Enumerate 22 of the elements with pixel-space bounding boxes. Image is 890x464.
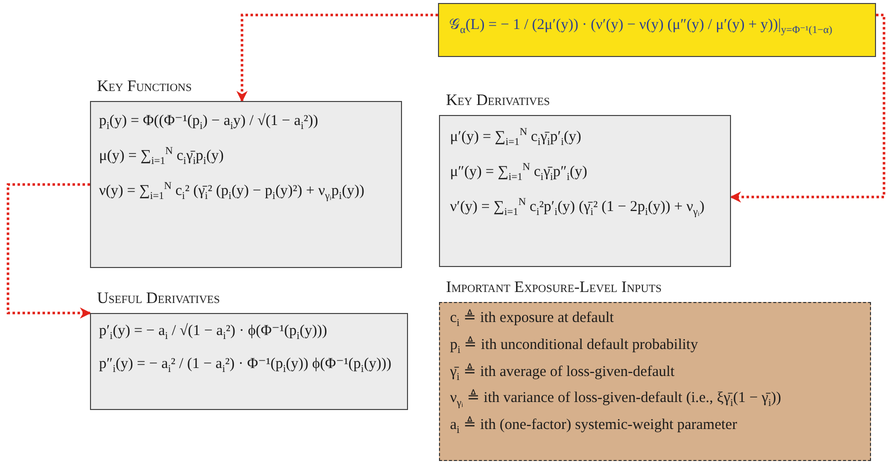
formula: p$_{i}$(y) = Φ((Φ⁻¹(p$_{i}$) − a$_{i}$y) / √(1 − a$_{i}$²))	[99, 112, 318, 131]
definition-text: γ̄$_{i}$ ≜ ith average of loss-given-default	[450, 362, 675, 382]
formula: p′$_{i}$(y) = − a$_{i}$ / √(1 − a$_{i}$²) · ϕ(Φ⁻¹(p$_{i}$(y)))	[99, 322, 328, 341]
formula: μ″(y) = ∑$_{i=1}$$^{N}$ c$_{i}$γ̄$_{i}$p″$_{i}$(y)	[450, 162, 588, 182]
formula: μ′(y) = ∑$_{i=1}$$^{N}$ c$_{i}$γ̄$_{i}$p′$_{i}$(y)	[450, 128, 582, 147]
dotted-arrow	[6, 183, 92, 319]
dotted-arrow	[730, 14, 886, 203]
section-heading: Important Exposure-Level Inputs	[446, 279, 662, 297]
definition-text: p$_{i}$ ≜ ith unconditional default probability	[450, 336, 698, 354]
formula: ν′(y) = ∑$_{i=1}$$^{N}$ c$_{i}$²p′$_{i}$(y) (γ̄$_{i}$² (1 − 2p$_{i}$(y)) + ν$_{γᵢ}$)	[450, 198, 704, 216]
formula: 𝒢$_{α}$(L) = − 1 / (2μ′(y)) · (ν′(y) − ν(y) (μ″(y) / μ′(y) + y))|$_{y=Φ⁻¹(1−α)}$	[449, 16, 832, 35]
formula: μ(y) = ∑$_{i=1}$$^{N}$ c$_{i}$γ̄$_{i}$p$_{i}$(y)	[99, 146, 224, 166]
section-heading: Key Functions	[97, 78, 192, 96]
formula-banner	[438, 3, 876, 57]
definition-text: c$_{i}$ ≜ ith exposure at default	[450, 309, 614, 328]
definition-text: a$_{i}$ ≜ ith (one-factor) systemic-weight parameter	[450, 416, 738, 435]
section-heading: Useful Derivatives	[97, 290, 220, 308]
definition-text: ν$_{γᵢ}$ ≜ ith variance of loss-given-default (i.e., ξγ̄$_{i}$(1 − γ̄$_{i}$))	[450, 389, 782, 408]
formula: p″$_{i}$(y) = − a$_{i}$² / (1 − a$_{i}$²) · Φ⁻¹(p$_{i}$(y)) ϕ(Φ⁻¹(p$_{i}$(y)))	[99, 354, 392, 374]
formula: ν(y) = ∑$_{i=1}$$^{N}$ c$_{i}$² (γ̄$_{i}$² (p$_{i}$(y) − p$_{i}$(y)²) + ν$_{γᵢ}$p$_{i}$(y))	[99, 182, 364, 200]
section-heading: Key Derivatives	[446, 92, 550, 110]
dotted-arrow	[236, 14, 438, 102]
